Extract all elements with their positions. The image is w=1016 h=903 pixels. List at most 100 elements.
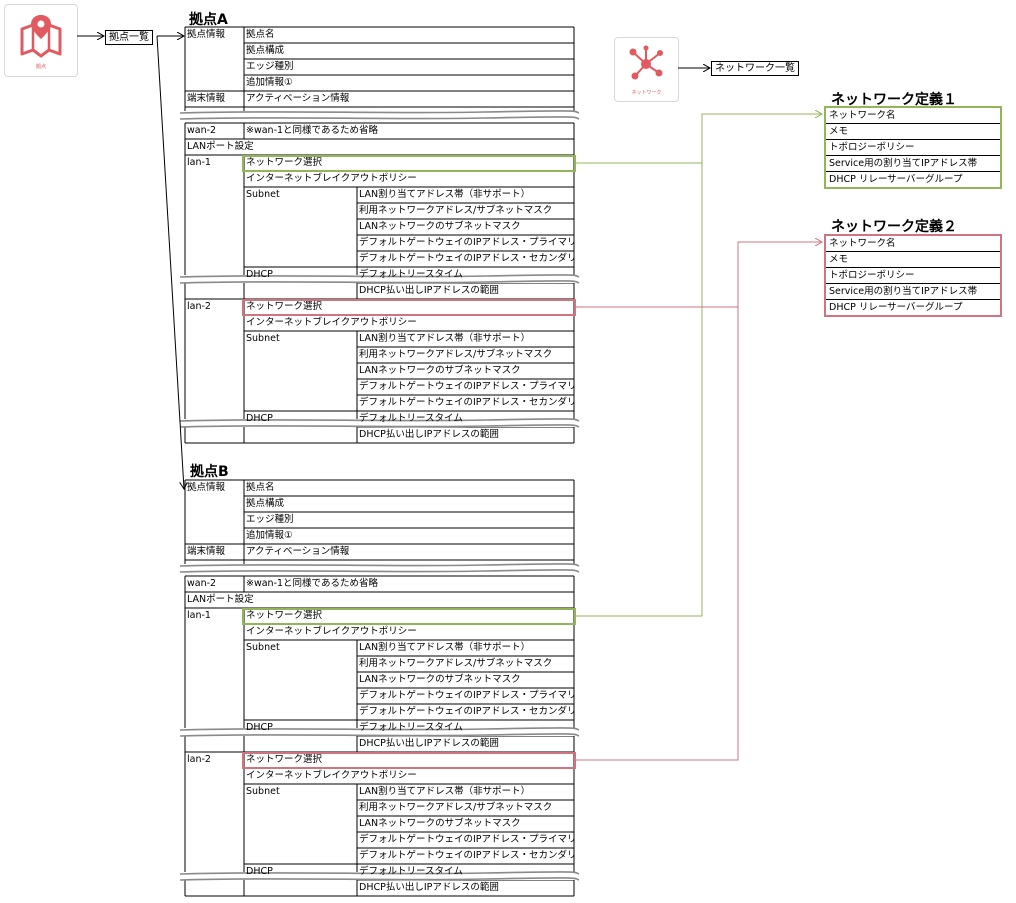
lan2-dhcp-label: DHCP [246,866,273,877]
network-icon-caption: ネットワーク [631,90,662,96]
break-mark [179,727,580,737]
lan1-subnet-item: デフォルトゲートウェイのIPアドレス・セカンダリ [359,253,574,264]
lan2-subnet-item: 利用ネットワークアドレス/サブネットマスク [359,349,553,360]
lan2-network-select: ネットワーク選択 [246,754,323,765]
lan1-subnet-item: デフォルトゲートウェイのIPアドレス・プライマリ [359,690,574,701]
device-info-label: 端末情報 [187,93,226,104]
break-mark [179,871,580,881]
lan1-dhcp-range: DHCP払い出しIPアドレスの範囲 [359,285,499,296]
device-info-label: 端末情報 [187,546,226,557]
link-a-lan1-to-def1 [576,114,822,164]
lan2-subnet-item: デフォルトゲートウェイのIPアドレス・セカンダリ [359,850,574,861]
link-a-lan2-to-def2 [576,242,822,308]
lan1-subnet-item: LANネットワークのサブネットマスク [359,221,521,232]
lan2-subnet-label: Subnet [246,333,280,344]
lan-port-label: LANポート設定 [187,141,254,152]
lan2-subnet-item: デフォルトゲートウェイのIPアドレス・プライマリ [359,381,574,392]
lan2-label: lan-2 [187,301,211,312]
lan2-breakout: インターネットブレイクアウトポリシー [246,317,417,328]
lan2-dhcp-label: DHCP [246,413,273,424]
site-info-item: 追加情報① [246,77,293,88]
lan2-network-select-highlight [242,299,576,316]
lan2-subnet-item: デフォルトゲートウェイのIPアドレス・セカンダリ [359,397,574,408]
lan2-subnet-label: Subnet [246,786,280,797]
site-info-item: 追加情報① [246,530,293,541]
link-site-list-to-site-b [156,35,184,489]
lan2-subnet-item: デフォルトゲートウェイのIPアドレス・プライマリ [359,834,574,845]
lan1-subnet-item: デフォルトゲートウェイのIPアドレス・セカンダリ [359,706,574,717]
lan1-dhcp-label: DHCP [246,269,273,280]
site-info-item: エッジ種別 [246,61,294,72]
lan2-subnet-item: 利用ネットワークアドレス/サブネットマスク [359,802,553,813]
site-a-title: 拠点A [189,12,228,28]
break-mark [179,110,580,120]
lan2-network-select-highlight [242,752,576,769]
net-def-row: メモ [826,252,1000,268]
device-info-value: アクティベーション情報 [246,93,350,104]
lan1-network-select-highlight [242,608,576,625]
network-icon-card[interactable]: ネットワーク [614,37,679,102]
site-info-label: 拠点情報 [187,29,226,40]
lan2-subnet-item: LANネットワークのサブネットマスク [359,365,521,376]
break-mark [179,418,580,428]
network-hub-icon [629,45,663,80]
network-list-label[interactable]: ネットワーク一覧 [711,61,799,76]
net-def-row: ネットワーク名 [826,236,1000,252]
site-info-label: 拠点情報 [187,482,226,493]
lan2-subnet-item: LAN割り当てアドレス帯（非サポート） [359,786,531,797]
site-info-item: 拠点名 [246,29,275,40]
net-def-row: トポロジーポリシー [826,140,1000,156]
break-mark [179,563,580,573]
site-icon-card[interactable]: 拠点 [4,4,78,77]
lan2-subnet-item: LANネットワークのサブネットマスク [359,818,521,829]
lan1-breakout: インターネットブレイクアウトポリシー [246,173,417,184]
site-info-item: エッジ種別 [246,514,294,525]
lan1-network-select: ネットワーク選択 [246,610,323,621]
lan2-subnet-item: LAN割り当てアドレス帯（非サポート） [359,333,531,344]
lan1-dhcp-range: DHCP払い出しIPアドレスの範囲 [359,738,499,749]
site-b-title: 拠点B [190,464,229,480]
net-def-row: DHCP リレーサーバーグループ [829,174,963,185]
break-mark [179,274,580,284]
link-b-lan1-to-def1 [576,163,703,617]
lan2-dhcp-range: DHCP払い出しIPアドレスの範囲 [359,429,499,440]
lan2-breakout: インターネットブレイクアウトポリシー [246,770,417,781]
lan1-subnet-item: 利用ネットワークアドレス/サブネットマスク [359,205,553,216]
net-def-2-title: ネットワーク定義２ [831,219,957,235]
site-list-label[interactable]: 拠点一覧 [105,30,153,45]
wan2-note: ※wan-1と同様であるため省略 [246,125,378,136]
device-info-value: アクティベーション情報 [246,546,350,557]
net-def-1-title: ネットワーク定義１ [831,92,957,108]
lan1-label: lan-1 [187,610,211,621]
lan1-subnet-item: LAN割り当てアドレス帯（非サポート） [359,189,531,200]
lan1-subnet-label: Subnet [246,189,280,200]
lan1-subnet-item: LAN割り当てアドレス帯（非サポート） [359,642,531,653]
net-def-row: DHCP リレーサーバーグループ [829,302,963,313]
wan2-label: wan-2 [187,578,217,589]
lan-port-label: LANポート設定 [187,594,254,605]
net-def-row: Service用の割り当てIPアドレス帯 [826,284,1000,300]
lan1-network-select: ネットワーク選択 [246,157,323,168]
lan1-subnet-item: 利用ネットワークアドレス/サブネットマスク [359,658,553,669]
lan1-network-select-highlight [242,155,576,172]
net-def-row: Service用の割り当てIPアドレス帯 [826,156,1000,172]
lan2-dhcp-lease: デフォルトリースタイム [359,866,463,877]
lan1-dhcp-lease: デフォルトリースタイム [359,269,463,280]
link-b-lan2-to-def2 [576,307,739,761]
wan2-label: wan-2 [187,125,217,136]
lan2-dhcp-range: DHCP払い出しIPアドレスの範囲 [359,882,499,893]
site-info-item: 拠点構成 [246,498,285,509]
lan1-subnet-item: デフォルトゲートウェイのIPアドレス・プライマリ [359,237,574,248]
net-def-row: メモ [826,124,1000,140]
lan1-label: lan-1 [187,157,211,168]
lan1-subnet-label: Subnet [246,642,280,653]
site-icon-caption: 拠点 [35,64,46,70]
net-def-row: トポロジーポリシー [826,268,1000,284]
net-def-row: ネットワーク名 [826,108,1000,124]
site-info-item: 拠点名 [246,482,275,493]
